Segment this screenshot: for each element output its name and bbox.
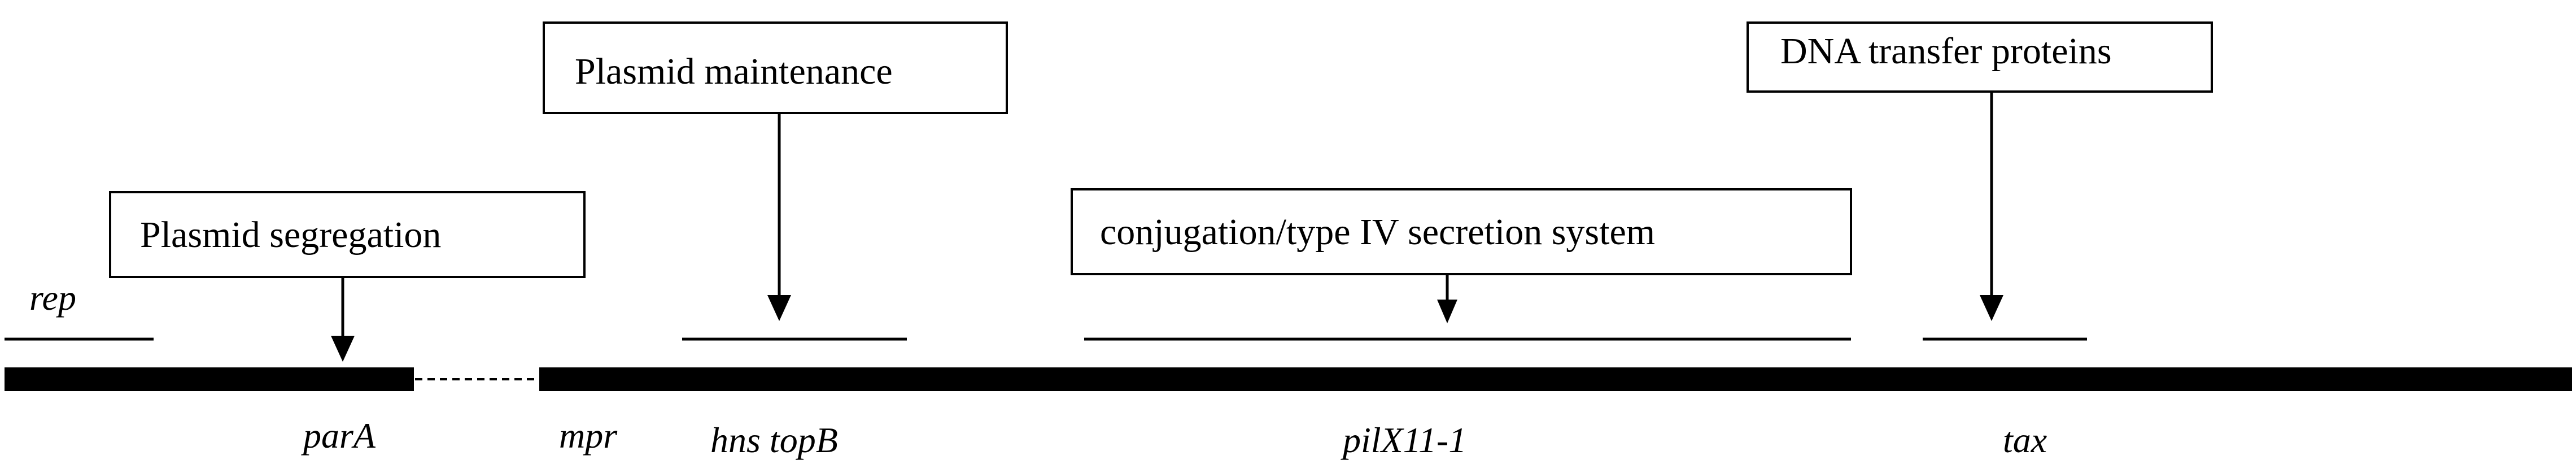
backbone-segment-right [539,367,2572,391]
gene-label-pilx11: pilX11-1 [1341,420,1466,460]
gene-label-rep: rep [29,278,76,318]
maintenance-box: Plasmid maintenance [543,21,1008,114]
transfer-box-label: DNA transfer proteins [1780,31,2112,72]
segregation-arrow [331,277,355,362]
conjugation-arrow-head [1437,300,1457,323]
plasmid-backbone [5,367,2572,391]
backbone-segment-left [5,367,414,391]
conjugation-box: conjugation/type IV secretion system [1071,188,1852,275]
transfer-arrow-head [1980,295,2003,321]
transfer-arrow [1980,92,2003,321]
conjugation-arrow [1437,274,1457,323]
segregation-arrow-head [331,336,355,362]
conjugation-box-label: conjugation/type IV secretion system [1100,211,1655,253]
maintenance-arrow-head [767,295,791,321]
gene-label-hns-topb: hns topB [710,420,838,460]
segregation-box-label: Plasmid segregation [140,214,441,255]
maintenance-box-label: Plasmid maintenance [575,51,893,92]
gene-label-para: parA [301,415,376,456]
transfer-box: DNA transfer proteins [1747,21,2213,93]
segregation-box: Plasmid segregation [109,191,586,278]
gene-label-mpr: mpr [559,415,618,456]
maintenance-arrow [767,113,791,321]
gene-label-tax: tax [2003,420,2047,460]
